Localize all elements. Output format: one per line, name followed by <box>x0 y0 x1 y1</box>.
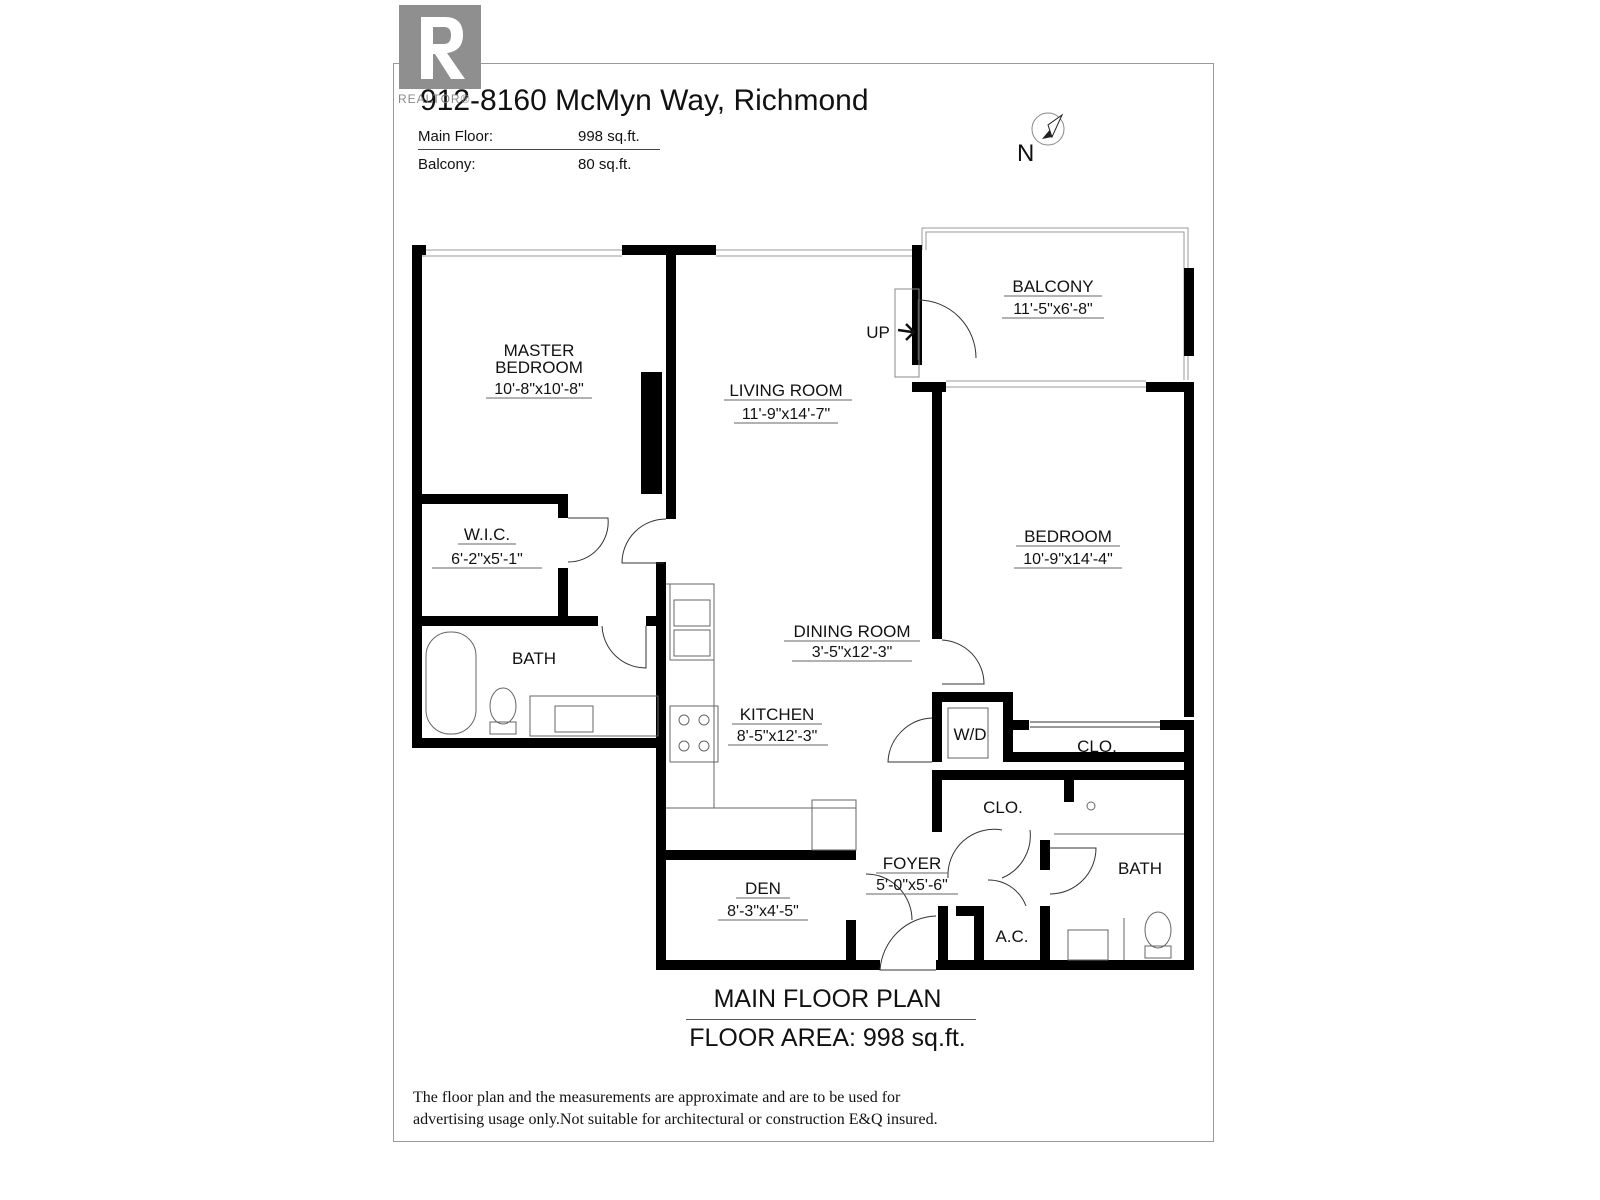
plan-title-underline <box>686 1019 976 1020</box>
toilet-icon <box>489 687 517 725</box>
room-den-name: DEN <box>745 879 781 898</box>
room-balcony-dims: 11'-5"x6'-8" <box>1013 301 1092 318</box>
fridge <box>811 799 857 851</box>
room-kitchen-dims: 8'-5"x12'-3" <box>737 728 818 745</box>
room-wic-name: W.I.C. <box>464 525 510 544</box>
sink2-icon <box>1067 929 1109 961</box>
doors <box>567 299 1097 971</box>
room-wic-dims: 6'-2"x5'-1" <box>451 551 523 568</box>
windows <box>418 249 1146 388</box>
entry-door <box>879 915 937 971</box>
stair-up-label: UP <box>866 323 890 342</box>
wic-door <box>567 517 609 563</box>
bathtub-icon <box>425 631 477 735</box>
room-dining-dims: 3'-5"x12'-3" <box>812 644 893 661</box>
ac-door <box>987 879 1027 907</box>
disclaimer: The floor plan and the measurements are … <box>413 1087 1133 1131</box>
room-master-dims: 10'-8"x10'-8" <box>494 381 584 398</box>
room-foyer-dims: 5'-0"x5'-6" <box>876 877 948 894</box>
room-bedroom-name: BEDROOM <box>1024 527 1112 546</box>
floor-area: FLOOR AREA: 998 sq.ft. <box>689 1024 966 1052</box>
room-living-dims: 11'-9"x14'-7" <box>742 406 830 423</box>
property-title: 912-8160 McMyn Way, Richmond <box>420 84 869 117</box>
closet-slider <box>1030 721 1160 728</box>
balcony-door <box>917 299 977 360</box>
room-foyer-name: FOYER <box>883 854 942 873</box>
disclaimer-line-1: The floor plan and the measurements are … <box>413 1089 901 1106</box>
north-label: N <box>1017 140 1035 167</box>
bath-door <box>601 625 647 669</box>
toilet2-icon <box>1144 911 1172 949</box>
north-arrow-icon <box>1031 112 1065 146</box>
room-kitchen-name: KITCHEN <box>740 705 815 724</box>
room-living-name: LIVING ROOM <box>729 381 842 400</box>
label-underlines <box>432 295 1122 921</box>
room-clo-name: CLO. <box>1077 737 1117 756</box>
room-bath2-name: BATH <box>1118 859 1162 878</box>
balcony-value: 80 sq.ft. <box>578 156 632 173</box>
room-labels: MASTER BEDROOM 10'-8"x10'-8" LIVING ROOM… <box>451 277 1162 946</box>
room-bath-name: BATH <box>512 649 556 668</box>
area-divider <box>418 149 660 150</box>
main-floor-label: Main Floor: <box>418 128 494 145</box>
room-clo2-name: CLO. <box>983 798 1023 817</box>
room-ac-name: A.C. <box>995 927 1028 946</box>
stove-icon <box>669 705 719 763</box>
sink-icon <box>554 705 594 733</box>
room-wd-name: W/D <box>953 725 986 744</box>
room-den-dims: 8'-3"x4'-5" <box>727 903 799 920</box>
up-arrow-icon <box>897 323 916 341</box>
walls <box>412 245 1194 970</box>
washer-dryer-icon <box>947 707 989 759</box>
realtor-logo-icon <box>399 5 481 89</box>
realtor-logo-text: REALTOR® <box>398 92 471 106</box>
clo-door-right <box>1001 829 1031 879</box>
main-floor-value: 998 sq.ft. <box>578 128 640 145</box>
kitchen-sink-icon <box>669 583 715 661</box>
clo-door-left <box>947 828 1003 879</box>
room-balcony-name: BALCONY <box>1012 277 1093 296</box>
fixtures <box>425 583 1184 961</box>
room-bedroom-dims: 10'-9"x14'-4" <box>1023 551 1113 568</box>
plan-title: MAIN FLOOR PLAN <box>713 985 942 1013</box>
disclaimer-line-2: advertising usage only.Not suitable for … <box>413 1111 938 1128</box>
wd-door <box>887 717 933 763</box>
drain-icon <box>1086 801 1096 811</box>
balcony-label: Balcony: <box>418 156 476 173</box>
room-master-name: MASTER <box>504 341 575 360</box>
bath2-door <box>1049 847 1097 895</box>
room-dining-name: DINING ROOM <box>793 622 910 641</box>
vanity <box>529 695 659 737</box>
bedroom-door <box>941 639 985 685</box>
room-master-name2: BEDROOM <box>495 358 583 377</box>
den-door <box>865 873 913 921</box>
stair-box <box>894 288 920 378</box>
master-door <box>621 518 667 564</box>
